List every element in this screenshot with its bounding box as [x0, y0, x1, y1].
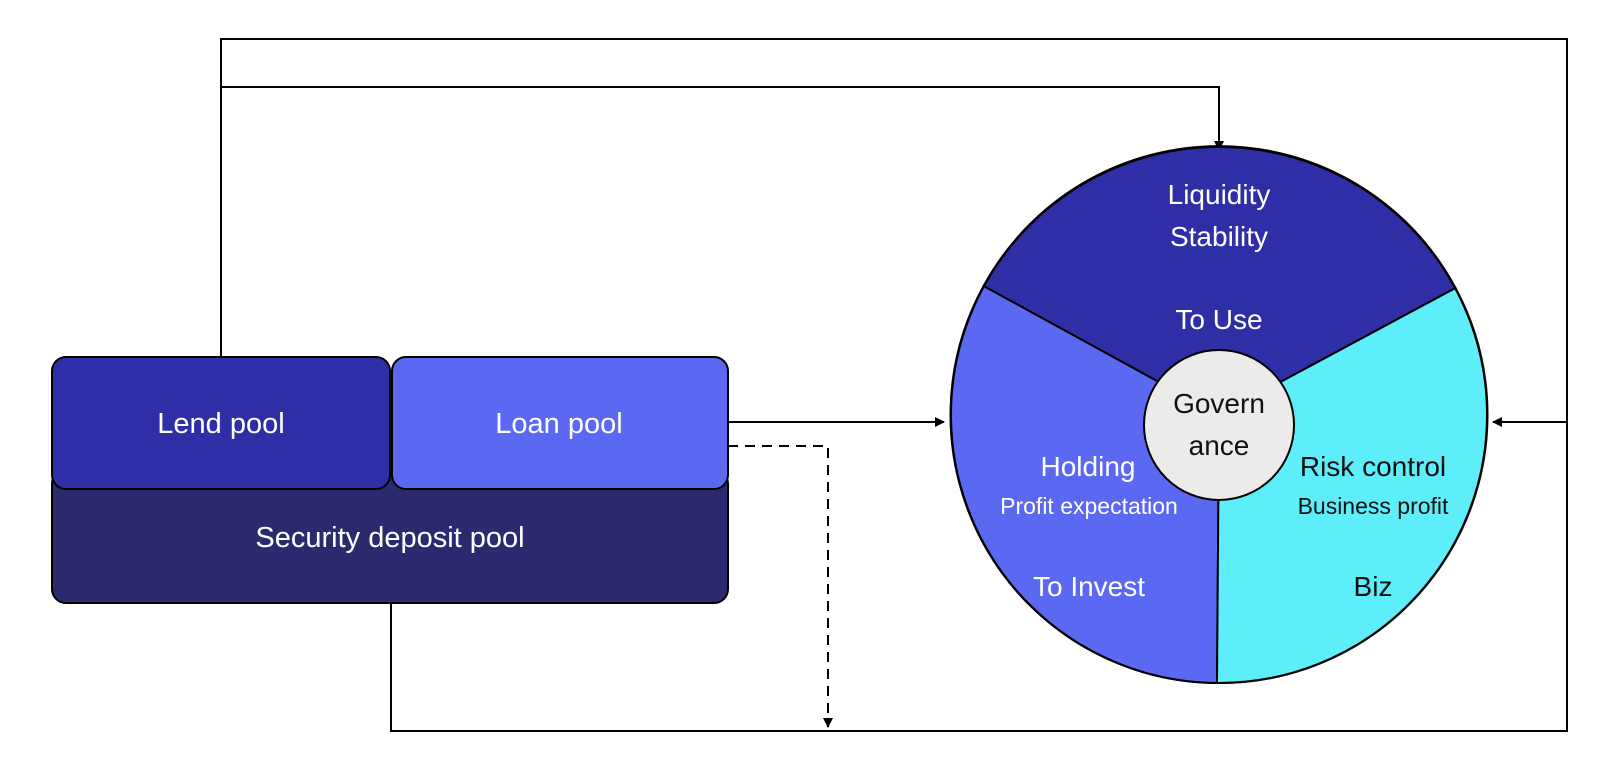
lend-pool [51, 356, 391, 490]
pool-stack: Lend pool Loan pool Security deposit poo… [51, 356, 729, 604]
governance-center [1143, 349, 1295, 501]
outer-feedback-connector [220, 38, 1568, 427]
right-segment-title: Risk control [1300, 451, 1446, 482]
governance-label-line2: ance [1189, 430, 1250, 461]
right-segment-subtitle: Business profit [1298, 493, 1449, 519]
wheel-outline [950, 146, 1488, 684]
right-segment-role: Biz [1354, 571, 1393, 602]
lend-pool-label: Lend pool [157, 408, 284, 440]
dashed-loan-connector [728, 445, 833, 728]
connectors [220, 38, 1568, 732]
top-connector-arrow [221, 86, 1224, 151]
bottom-loop-connector [390, 422, 1568, 732]
left-segment-subtitle: Profit expectation [1000, 493, 1178, 519]
top-segment-line1: Liquidity [1168, 179, 1271, 210]
security-deposit-pool-label: Security deposit pool [255, 522, 524, 554]
top-segment-line2: Stability [1170, 221, 1268, 252]
top-segment-role: To Use [1175, 304, 1262, 335]
loan-pool [391, 356, 729, 490]
governance-wheel: Liquidity Stability To Use Holding Profi… [949, 145, 1489, 685]
governance-label-line1: Govern [1173, 388, 1265, 419]
left-segment-role: To Invest [1033, 571, 1145, 602]
loan-pool-label: Loan pool [495, 408, 622, 440]
left-segment-title: Holding [1041, 451, 1136, 482]
